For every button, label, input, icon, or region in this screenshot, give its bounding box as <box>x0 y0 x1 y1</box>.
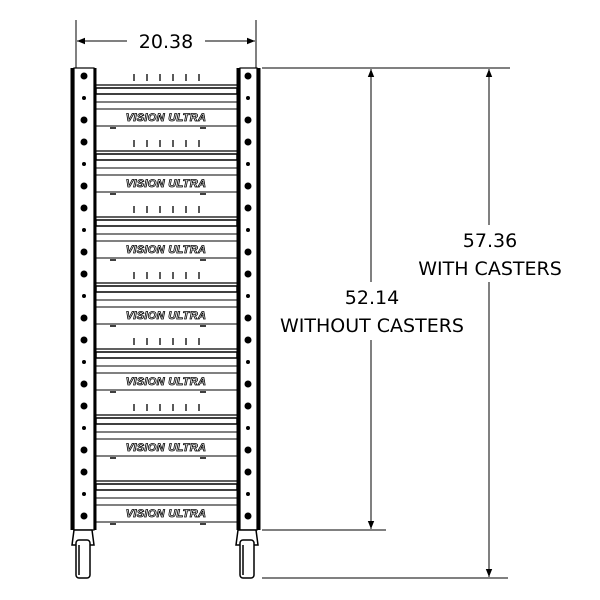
left-caster <box>71 529 95 579</box>
post-hole <box>80 138 88 146</box>
post-hole <box>246 294 250 298</box>
shelf-bin: VISION ULTRA <box>95 272 238 327</box>
brand-label: VISION ULTRA <box>126 178 206 190</box>
post-hole <box>244 336 252 344</box>
height-with-casters-label: WITH CASTERS <box>418 258 562 280</box>
shelf-bin: VISION ULTRA <box>95 74 238 129</box>
post-hole <box>80 182 88 190</box>
post-hole <box>244 468 252 476</box>
shelf-lip <box>95 351 238 359</box>
right-caster <box>235 529 259 579</box>
shelf-bin: VISION ULTRA <box>95 140 238 195</box>
post-hole <box>80 446 88 454</box>
shelf-lip <box>95 417 238 425</box>
height-extension-lines <box>262 67 510 579</box>
post-hole <box>82 96 86 100</box>
post-hole <box>80 72 88 80</box>
post-hole <box>244 380 252 388</box>
post-hole <box>82 294 86 298</box>
height-without-casters-value: 52.14 <box>345 287 399 309</box>
shelf-bin: VISION ULTRA <box>95 404 238 459</box>
shelf-lip <box>95 153 238 161</box>
height-without-casters-label: WITHOUT CASTERS <box>280 315 464 337</box>
post-hole <box>82 228 86 232</box>
left-post <box>70 67 97 531</box>
height-with-casters-value: 57.36 <box>463 230 517 252</box>
post-hole <box>80 468 88 476</box>
brand-label: VISION ULTRA <box>126 310 206 322</box>
shelf-bin: VISION ULTRA <box>95 480 238 525</box>
post-hole <box>80 314 88 322</box>
post-hole <box>244 270 252 278</box>
post-hole <box>82 360 86 364</box>
post-hole <box>80 402 88 410</box>
post-hole <box>80 512 88 520</box>
post-hole <box>244 138 252 146</box>
post-hole <box>244 248 252 256</box>
width-value: 20.38 <box>139 31 193 53</box>
post-hole <box>246 96 250 100</box>
shelf-lip <box>95 219 238 227</box>
post-hole <box>246 360 250 364</box>
shelf-bin: VISION ULTRA <box>95 206 238 261</box>
brand-label: VISION ULTRA <box>126 244 206 256</box>
post-hole <box>80 336 88 344</box>
post-hole <box>246 228 250 232</box>
post-hole <box>244 204 252 212</box>
post-hole <box>244 402 252 410</box>
post-hole <box>80 116 88 124</box>
post-hole <box>80 204 88 212</box>
post-hole <box>246 162 250 166</box>
post-hole <box>80 248 88 256</box>
width-dimension <box>75 20 257 68</box>
post-hole <box>244 116 252 124</box>
post-hole <box>80 270 88 278</box>
post-hole <box>82 492 86 496</box>
post-hole <box>82 162 86 166</box>
shelf-bin: VISION ULTRA <box>95 338 238 393</box>
cart: VISION ULTRA VISION ULTRA VISION ULTRA VISI… <box>70 67 261 579</box>
brand-label: VISION ULTRA <box>126 112 206 124</box>
post-hole <box>244 314 252 322</box>
post-hole <box>246 426 250 430</box>
post-hole <box>244 446 252 454</box>
shelf-lip <box>95 87 238 95</box>
shelf-lip <box>95 483 238 491</box>
post-hole <box>246 492 250 496</box>
right-post <box>236 67 261 531</box>
post-hole <box>80 380 88 388</box>
brand-label: VISION ULTRA <box>126 508 206 520</box>
post-hole <box>82 426 86 430</box>
brand-label: VISION ULTRA <box>126 442 206 454</box>
brand-label: VISION ULTRA <box>126 376 206 388</box>
post-hole <box>244 512 252 520</box>
post-hole <box>244 72 252 80</box>
shelf-lip <box>95 285 238 293</box>
post-hole <box>244 182 252 190</box>
